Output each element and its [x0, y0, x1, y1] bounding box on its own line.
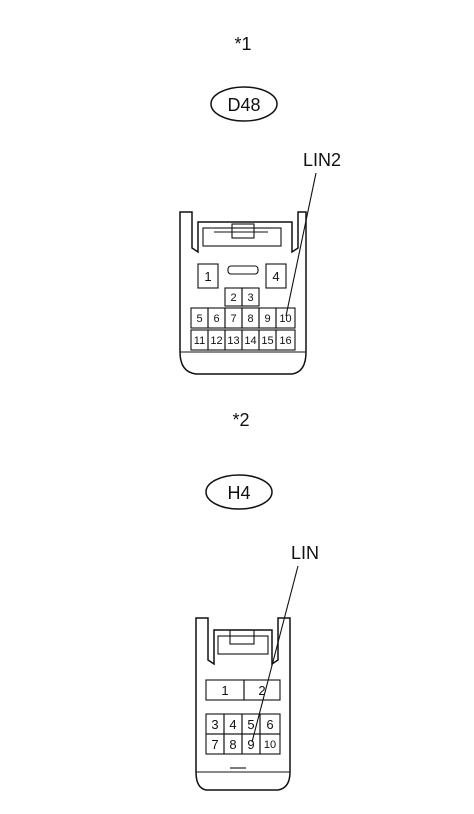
connector1-code: D48 — [227, 95, 260, 115]
connector1-callout-leader — [285, 172, 317, 317]
connector2-code: H4 — [227, 483, 250, 503]
connector1-pin-6: 6 — [213, 313, 219, 325]
connector2-housing — [195, 617, 291, 791]
connector1-pin-3: 3 — [247, 292, 253, 304]
connector1-pin-4: 4 — [272, 269, 279, 284]
connector2-pin-5: 5 — [247, 717, 254, 732]
connector1-pin-11: 11 — [194, 335, 205, 347]
connector1-pin-14: 14 — [244, 335, 256, 347]
connector2-pin-7: 7 — [211, 737, 218, 752]
connector2-pin-2: 2 — [258, 683, 265, 698]
connector2-pin-1: 1 — [221, 683, 228, 698]
connector1-pin-1: 1 — [204, 269, 211, 284]
connector2-callout: LIN — [291, 543, 319, 563]
connector2-callout-leader — [251, 565, 299, 743]
connector1-pins: 1 4 2 3 5 6 7 8 9 10 11 12 13 14 15 16 — [190, 263, 296, 351]
connector1-housing — [179, 211, 307, 375]
connector1-code-badge: D48 — [210, 86, 278, 122]
connector1-pin-2: 2 — [230, 292, 236, 304]
connector2-pin-8: 8 — [229, 737, 236, 752]
connector2-code-badge: H4 — [205, 474, 273, 510]
connector1-pin-13: 13 — [227, 335, 239, 347]
connector2-pin-6: 6 — [266, 717, 273, 732]
connector1-pin-16: 16 — [279, 335, 291, 347]
connector1-pin-8: 8 — [247, 313, 253, 325]
connector1-marker: *1 — [234, 34, 251, 54]
connector1-pin-5: 5 — [196, 313, 202, 325]
connector2-pin-4: 4 — [229, 717, 236, 732]
connector2-pin-3: 3 — [211, 717, 218, 732]
connector1-callout: LIN2 — [303, 150, 341, 170]
connector1-pin-7: 7 — [230, 313, 236, 325]
connector1-pin-9: 9 — [264, 313, 270, 325]
connector1-pin-12: 12 — [210, 335, 222, 347]
connector2-marker: *2 — [232, 410, 249, 430]
connector2-pin-10: 10 — [264, 739, 276, 751]
connector2-pin-9: 9 — [247, 737, 254, 752]
connector1-pin-15: 15 — [261, 335, 273, 347]
connector1-pin-10: 10 — [279, 313, 291, 325]
connector2-pins: 1 2 3 4 5 6 7 8 9 10 — [205, 679, 281, 755]
